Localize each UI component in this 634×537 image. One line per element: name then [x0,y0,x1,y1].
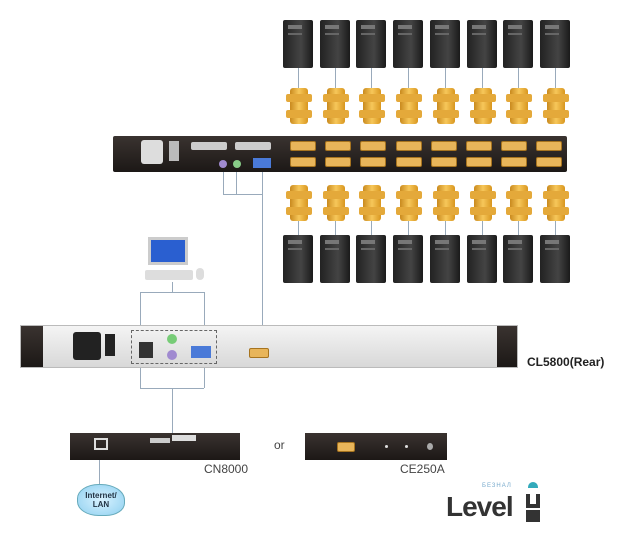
vga-cable-icon [469,88,496,124]
cable-line [444,68,446,90]
cable-line [518,221,520,235]
kvm-port [536,157,563,167]
computer-icon [356,235,387,283]
power-switch [169,141,179,161]
vga-cable-icon [322,88,349,124]
kvm-port [395,157,422,167]
computer-icon [466,235,497,283]
kvm-port [430,141,457,151]
computer-icon [466,20,497,68]
vga-cable-icon [359,185,386,221]
vga-cable-icon [469,185,496,221]
console-port-1 [191,142,227,150]
vga-cable-icon [506,185,533,221]
cable-line [371,68,373,90]
vga-cable-icon [286,88,312,124]
console-port [337,442,355,452]
cn8000-label: CN8000 [204,462,249,476]
power-socket [141,140,163,164]
console-port-2 [235,142,271,150]
kvm-port [360,141,387,151]
computer-icon [319,20,350,68]
logo-main: Level [446,491,514,522]
cl5800-rear-panel [20,325,518,368]
vga-cable-icon [396,185,423,221]
levelup-logo: БЕЗНАЛ Level [446,482,546,532]
vga-port [191,346,211,358]
kvm-port [536,141,563,151]
vga-cable-icon [432,185,459,221]
kvm-port [466,157,492,167]
vga-cable-icon [542,88,569,124]
cable-line [481,221,483,235]
power-socket [73,332,101,360]
cable-line [444,221,446,235]
computer-icon [393,235,424,283]
computer-icon [503,235,534,283]
pc-monitor-icon [148,237,188,265]
cable-line [518,68,520,90]
kvm-port [249,348,269,358]
computer-icon [283,235,313,283]
ce250a-device [305,433,447,460]
computer-icon [503,20,534,68]
kvm-port [430,157,457,167]
computer-icon [539,235,570,283]
vga-cable-icon [396,88,423,124]
cable-line [554,221,556,235]
ps2-green [233,160,241,168]
vga-cable-icon [432,88,459,124]
usb-ports [139,342,153,358]
mouse-icon [196,268,204,280]
vga-cable-icon [286,185,312,221]
computer-icon [283,20,313,68]
cl5800-label: CL5800(Rear) [527,355,605,369]
or-label: or [274,438,285,452]
pc-keyboard-icon [145,270,193,280]
cable-line [298,68,299,90]
kvm-port [501,157,528,167]
vga-cable-icon [542,185,569,221]
computer-icon [393,20,424,68]
cable-line [408,68,410,90]
kvm-switch-rear [113,136,567,172]
vga-cable-icon [322,185,349,221]
cable-line [554,68,556,90]
kvm-port [360,157,387,167]
kvm-port [325,157,352,167]
internet-cloud-icon: Internet/ LAN [77,484,125,516]
vga-blue [253,158,271,168]
kvm-port [290,141,316,151]
computer-icon [429,235,460,283]
cable-line [298,221,299,235]
kvm-port [325,141,352,151]
cable-line [334,221,336,235]
vga-cable-icon [359,88,386,124]
computer-icon [539,20,570,68]
kvm-port [290,157,316,167]
kvm-port [395,141,422,151]
cable-line [408,221,410,235]
vga-cable-icon [506,88,533,124]
kvm-port [501,141,528,151]
ce250a-label: CE250A [400,462,445,476]
logo-sub: БЕЗНАЛ [482,483,512,489]
ps2-green [167,334,177,344]
power-switch [105,334,115,356]
cable-line [371,221,373,235]
cn8000-device [70,433,240,460]
cable-line [481,68,483,90]
kvm-port [466,141,492,151]
computer-icon [319,235,350,283]
computer-icon [356,20,387,68]
ps2-purple [167,350,177,360]
computer-icon [429,20,460,68]
ps2-purple [219,160,227,168]
ethernet-port [94,438,108,450]
cable-line [334,68,336,90]
